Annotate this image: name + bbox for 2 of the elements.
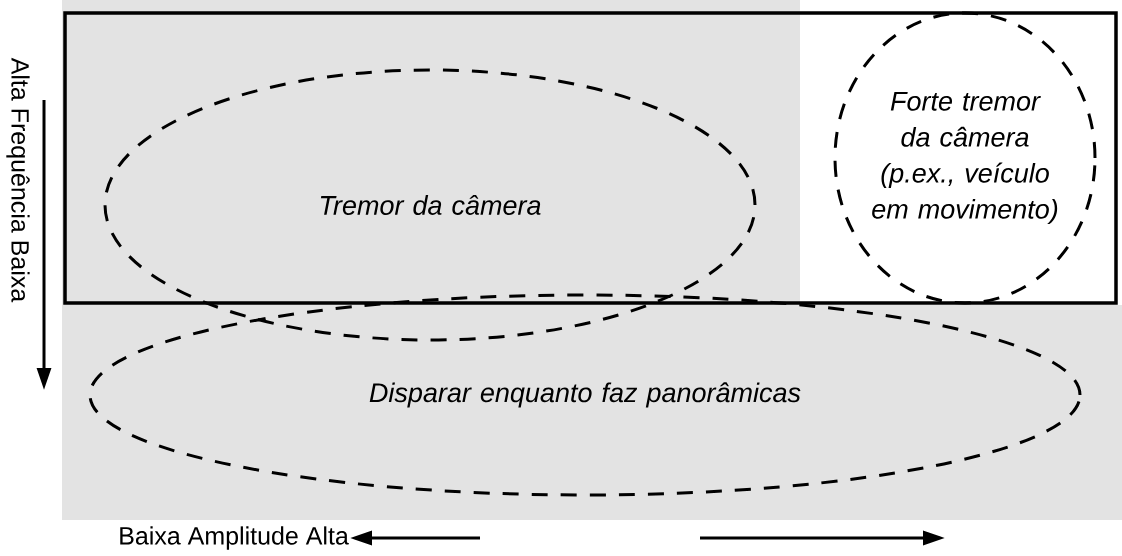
axis-label: Alta Frequência Baixa xyxy=(6,57,30,303)
axis-label: Baixa Amplitude Alta xyxy=(120,526,349,550)
